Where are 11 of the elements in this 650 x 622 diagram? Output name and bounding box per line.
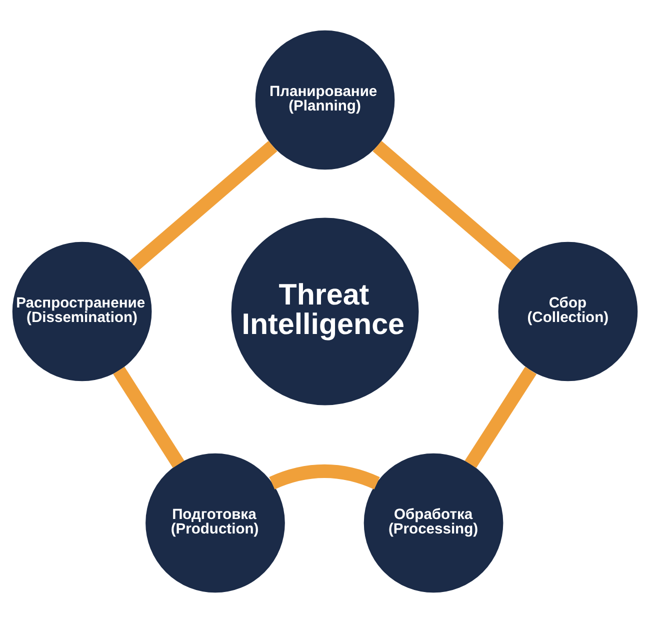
node-circle: Распространение (Dissemination) bbox=[12, 241, 152, 381]
node-circle: Обработка (Processing) bbox=[364, 452, 504, 592]
node-circle: Threat Intelligence bbox=[231, 217, 419, 405]
connector bbox=[372, 140, 520, 270]
connector bbox=[269, 464, 380, 489]
node-circle: Подготовка (Production) bbox=[146, 452, 285, 592]
connector bbox=[130, 140, 278, 270]
node-circle: Сбор (Collection) bbox=[498, 241, 638, 381]
connector bbox=[464, 366, 537, 468]
connector bbox=[113, 366, 184, 468]
node-circle: Планирование (Planning) bbox=[255, 30, 395, 170]
